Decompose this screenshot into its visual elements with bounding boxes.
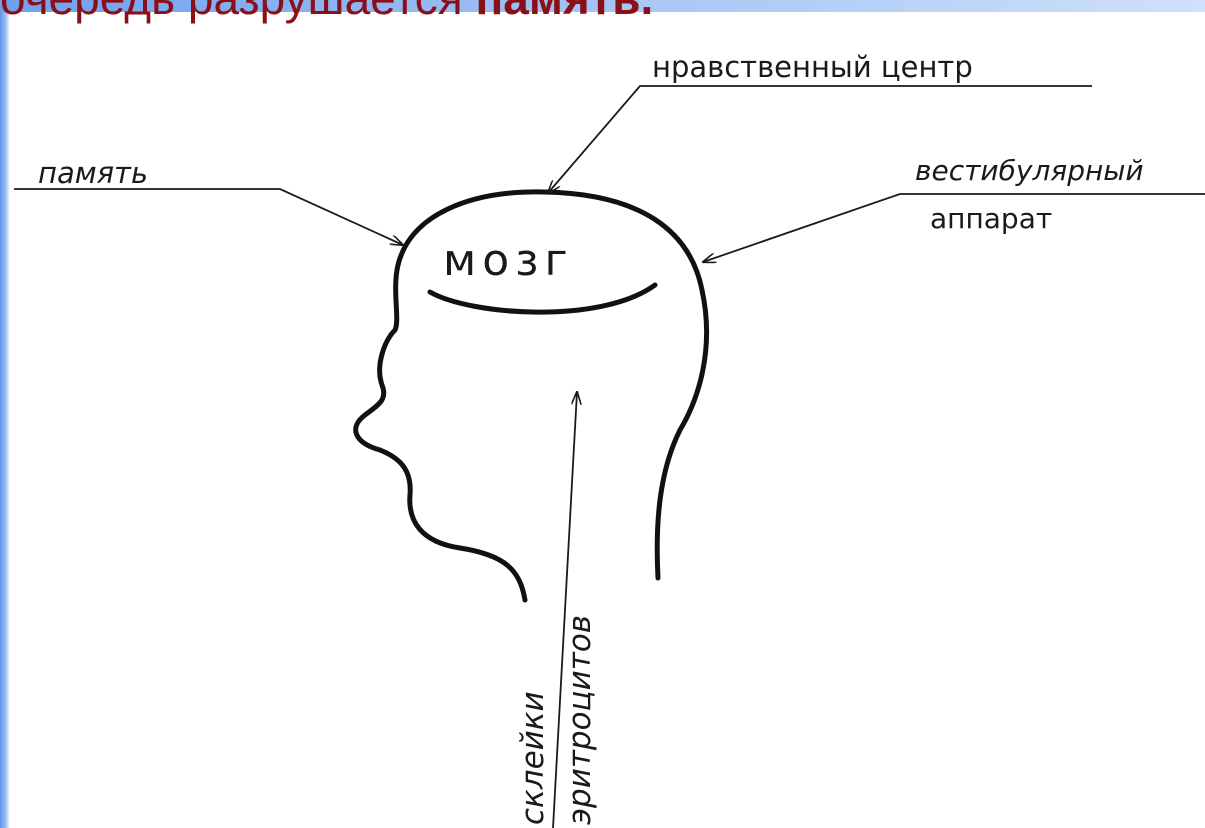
memory-label: память [38,156,148,190]
brain-arc [430,285,655,312]
brain-label: мозг [443,235,574,286]
moral-center-label: нравственный центр [652,50,973,84]
vestibular-label-line1: вестибулярный [915,154,1144,187]
clumps-label-line2: эритроцитов [562,615,598,825]
vestibular-label-line2: аппарат [930,202,1052,235]
clumps-label-line1: склейки [515,691,551,825]
memory-pointer [14,189,403,245]
